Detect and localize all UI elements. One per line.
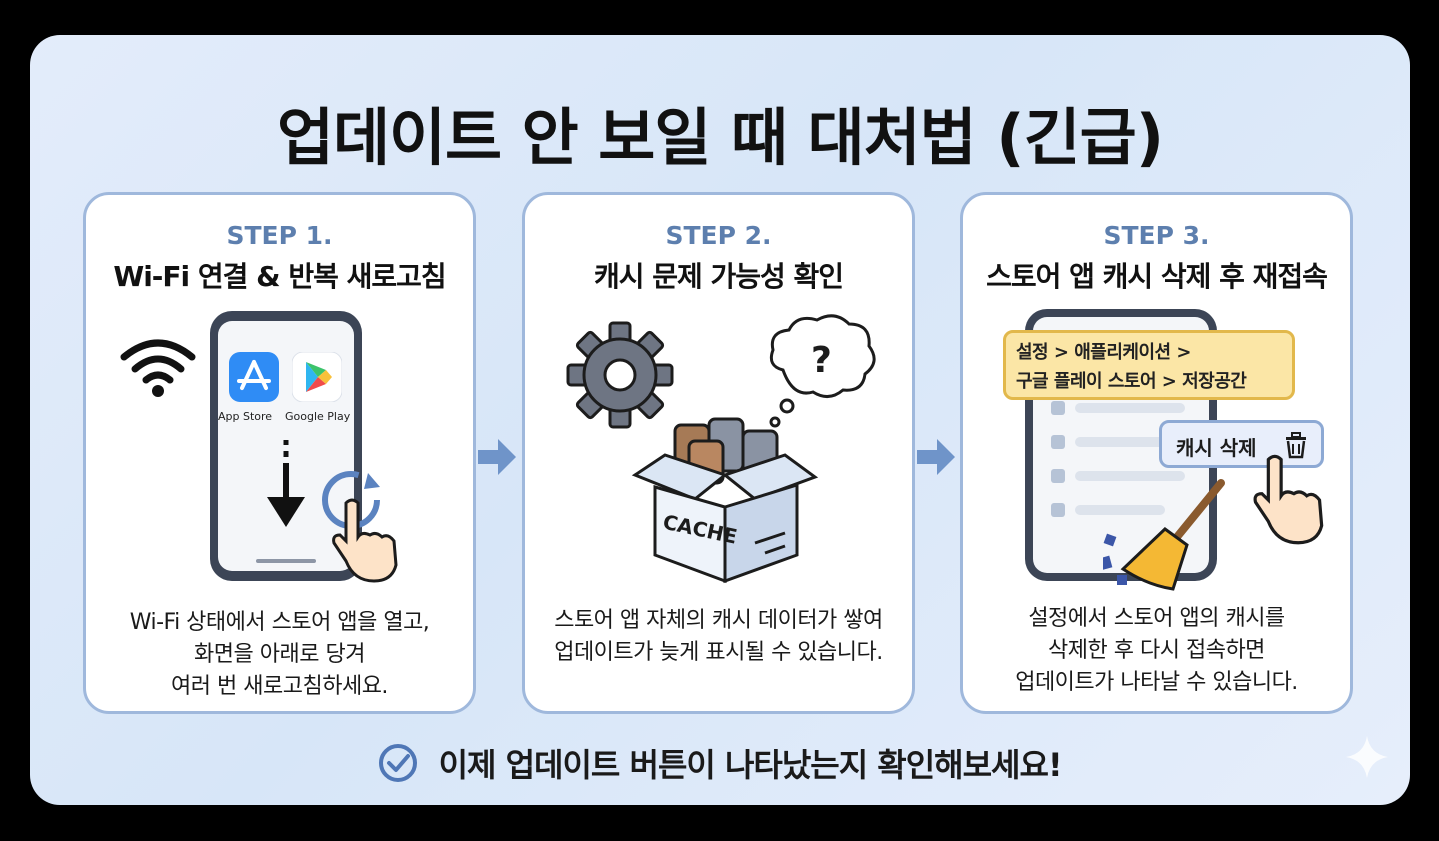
clear-cache-button[interactable]: 캐시 삭제: [1159, 420, 1324, 468]
footer-note: 이제 업데이트 버튼이 나타났는지 확인해보세요!: [30, 740, 1410, 786]
desc-line: 업데이트가 나타날 수 있습니다.: [1015, 670, 1298, 695]
right-arrow-icon: [478, 439, 516, 475]
step-description: 스토어 앱 자체의 캐시 데이터가 쌓여 업데이트가 늦게 표시될 수 있습니다…: [535, 605, 902, 669]
desc-line: 설정에서 스토어 앱의 캐시를: [1028, 606, 1285, 631]
desc-line: 화면을 아래로 당겨: [194, 642, 365, 667]
gear-icon: [566, 321, 674, 429]
step-card-1: STEP 1. Wi-Fi 연결 & 반복 새로고침 App Store: [83, 192, 476, 714]
settings-path-note: 설정 > 애플리케이션 > 구글 플레이 스토어 > 저장공간: [1003, 330, 1295, 400]
step-label: STEP 2.: [665, 221, 772, 250]
desc-line: 여러 번 새로고침하세요.: [171, 674, 388, 699]
pointing-hand-icon: [1253, 454, 1324, 545]
footer-text: 이제 업데이트 버튼이 나타났는지 확인해보세요!: [438, 746, 1063, 784]
wifi-icon: [120, 339, 196, 397]
desc-line: 업데이트가 늦게 표시될 수 있습니다.: [554, 640, 883, 665]
trash-icon: [1286, 432, 1306, 459]
google-play-label: Google Play: [285, 410, 351, 423]
thought-bubble-icon: ?: [769, 314, 876, 428]
cache-box-icon: CACHE: [631, 417, 819, 584]
infographic-canvas: 업데이트 안 보일 때 대처법 (긴급) STEP 1. Wi-Fi 연결 & …: [30, 35, 1410, 805]
right-arrow-icon: [917, 439, 955, 475]
desc-line: 삭제한 후 다시 접속하면: [1048, 638, 1265, 663]
sparkle-icon: [1346, 736, 1388, 778]
svg-text:?: ?: [811, 340, 832, 381]
step-card-2: STEP 2. 캐시 문제 가능성 확인: [522, 192, 915, 714]
step-description: 설정에서 스토어 앱의 캐시를 삭제한 후 다시 접속하면 업데이트가 나타날 …: [973, 603, 1340, 699]
step-title: 스토어 앱 캐시 삭제 후 재접속: [986, 260, 1328, 293]
step-title: Wi-Fi 연결 & 반복 새로고침: [113, 260, 446, 293]
page-title: 업데이트 안 보일 때 대처법 (긴급): [276, 101, 1164, 174]
step-title: 캐시 문제 가능성 확인: [593, 260, 844, 293]
app-store-label: App Store: [218, 410, 273, 423]
step-description: Wi-Fi 상태에서 스토어 앱을 열고, 화면을 아래로 당겨 여러 번 새로…: [96, 607, 463, 703]
step-card-3: STEP 3. 스토어 앱 캐시 삭제 후 재접속 설정 > 애플리케이션 > …: [960, 192, 1353, 714]
down-arrow-icon: [267, 440, 305, 527]
clear-cache-label: 캐시 삭제: [1176, 436, 1257, 460]
path-line: 설정 > 애플리케이션 >: [1016, 342, 1191, 363]
step-label: STEP 3.: [1103, 221, 1210, 250]
google-play-icon: [292, 352, 342, 402]
desc-line: Wi-Fi 상태에서 스토어 앱을 열고,: [129, 610, 430, 635]
broom-icon: [1103, 479, 1225, 591]
pointing-hand-icon: [332, 498, 398, 583]
desc-line: 스토어 앱 자체의 캐시 데이터가 쌓여: [554, 608, 883, 633]
check-circle-icon: [379, 744, 418, 782]
app-store-icon: [229, 352, 279, 402]
step-label: STEP 1.: [226, 221, 333, 250]
path-line: 구글 플레이 스토어 > 저장공간: [1016, 371, 1247, 392]
